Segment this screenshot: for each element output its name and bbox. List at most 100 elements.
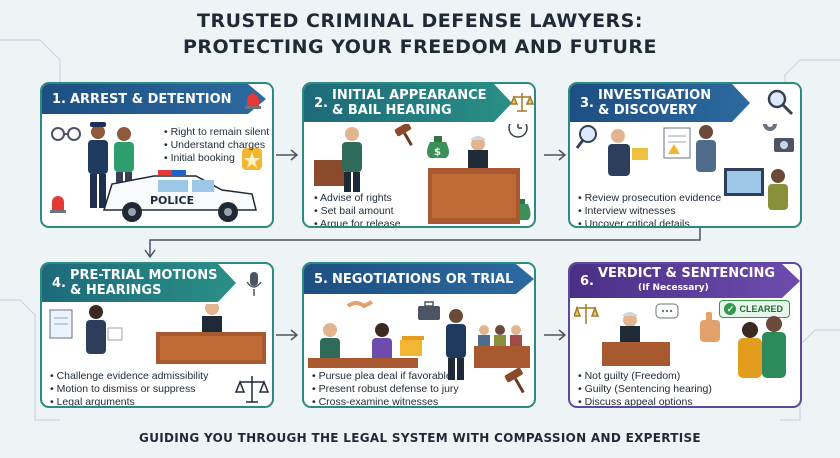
- lawyer-figure: [314, 127, 362, 192]
- hugging-figure: [762, 316, 786, 378]
- researcher-figure: [696, 125, 716, 172]
- step-3-title-line-2: & DISCOVERY: [597, 103, 697, 118]
- arrow-3-to-4: [144, 228, 701, 259]
- step-4-bullet-2: Motion to dismiss or suppress: [50, 383, 208, 396]
- investigator-figure: [608, 129, 648, 176]
- step-6-bullet-1: Not guilty (Freedom): [578, 370, 712, 383]
- briefcase-icon: [418, 301, 440, 320]
- judge-bench: [602, 312, 670, 366]
- jury-figures: [474, 325, 530, 368]
- verdict-illustration: [574, 303, 786, 378]
- thumbs-up-icon: [700, 312, 720, 342]
- step-5-number: 5.: [314, 271, 328, 287]
- step-5-bullet-2: Present robust defense to jury: [312, 383, 459, 396]
- step-5-bullet-1: Pursue plea deal if favorable: [312, 370, 459, 383]
- step-2-title-line-1: INITIAL APPEARANCE: [331, 88, 487, 103]
- gear-icon: [763, 124, 777, 131]
- step-2-bullet-2: Set bail amount: [314, 205, 401, 218]
- step-6-header: 6. VERDICT & SENTENCING (If Necessary): [570, 264, 800, 298]
- clock-icon: [508, 124, 528, 138]
- arrow-2-to-3: [544, 149, 567, 161]
- step-5-bullets: Pursue plea deal if favorable Present ro…: [312, 370, 459, 406]
- step-3-bullet-3: Uncover critical details: [578, 218, 721, 226]
- celebrating-client-figure: [738, 322, 762, 378]
- cleared-badge-label: CLEARED: [739, 304, 783, 314]
- arrow-4-to-5: [276, 329, 299, 341]
- page-title: TRUSTED CRIMINAL DEFENSE LAWYERS: PROTEC…: [0, 8, 840, 60]
- siren-icon: [245, 92, 261, 109]
- step-5-header: 5. NEGOTIATIONS OR TRIAL: [304, 264, 534, 294]
- step-2-bullet-3: Argue for release: [314, 218, 401, 226]
- judge-bench: [156, 304, 266, 364]
- files-stack: [400, 336, 424, 356]
- step-1-panel: 1. ARREST & DETENTION: [40, 82, 274, 228]
- title-line-2: PROTECTING YOUR FREEDOM AND FUTURE: [182, 36, 658, 58]
- step-5-bullet-3: Cross-examine witnesses: [312, 396, 459, 406]
- step-6-bullet-2: Guilty (Sentencing hearing): [578, 383, 712, 396]
- step-1-bullet-2: Understand charges: [164, 139, 269, 152]
- attorney-figure: [86, 305, 123, 354]
- pretrial-illustration: [49, 304, 270, 403]
- step-6-subtitle: (If Necessary): [637, 283, 709, 293]
- magnifier-icon: [575, 125, 597, 149]
- step-4-bullets: Challenge evidence admissibility Motion …: [50, 370, 209, 406]
- scales-icon: [234, 376, 270, 403]
- step-4-bullet-1: Challenge evidence admissibility: [50, 370, 209, 383]
- scales-icon: [510, 93, 534, 112]
- document-icon: [663, 127, 691, 159]
- step-2-bullets: Advise of rights Set bail amount Argue f…: [314, 192, 401, 226]
- gavel-icon: [504, 367, 525, 394]
- gavel-icon: [394, 124, 413, 147]
- step-6-bullet-3: Discuss appeal options: [578, 396, 712, 406]
- handshake-icon: [346, 300, 373, 309]
- step-1-header: 1. ARREST & DETENTION: [42, 84, 266, 114]
- step-6-bullets: Not guilty (Freedom) Guilty (Sentencing …: [578, 370, 712, 406]
- step-1-title: ARREST & DETENTION: [69, 91, 232, 107]
- computer-monitor: [724, 168, 764, 196]
- step-1-bullet-3: Initial booking: [164, 152, 269, 165]
- svg-text:$: $: [434, 147, 441, 158]
- step-2-number: 2.: [314, 95, 328, 111]
- step-4-header: 4. PRE-TRIAL MOTIONS & HEARINGS: [42, 264, 236, 302]
- step-4-title-line-1: PRE-TRIAL MOTIONS: [69, 268, 218, 283]
- step-3-title-line-1: INVESTIGATION: [597, 88, 712, 103]
- analyst-figure: [768, 169, 788, 210]
- step-2-panel: 2. INITIAL APPEARANCE & BAIL HEARING $ $: [302, 82, 536, 228]
- money-bag-icon: $: [427, 136, 449, 158]
- step-5-panel: 5. NEGOTIATIONS OR TRIAL: [302, 262, 536, 408]
- handcuffs-icon: [51, 127, 81, 141]
- police-car: POLICE: [102, 170, 257, 222]
- camera-icon: [774, 138, 794, 152]
- magnifier-icon: [767, 89, 794, 116]
- step-4-number: 4.: [52, 275, 66, 291]
- trial-lawyer-figure: [446, 309, 466, 380]
- step-3-panel: 3. INVESTIGATION & DISCOVERY: [568, 82, 802, 228]
- step-2-title-line-2: & BAIL HEARING: [331, 103, 452, 118]
- step-4-panel: 4. PRE-TRIAL MOTIONS & HEARINGS: [40, 262, 274, 408]
- step-1-bullets: Right to remain silent Understand charge…: [164, 126, 270, 165]
- arrest-scene-illustration: POLICE: [50, 122, 262, 222]
- siren-icon: [50, 196, 66, 213]
- police-officer-figure: [88, 122, 108, 208]
- scales-icon: [574, 304, 600, 324]
- step-3-number: 3.: [580, 95, 594, 111]
- speech-bubble-icon: [655, 303, 679, 319]
- step-6-title: VERDICT & SENTENCING: [597, 266, 776, 281]
- step-3-header: 3. INVESTIGATION & DISCOVERY: [570, 84, 750, 122]
- title-line-1: TRUSTED CRIMINAL DEFENSE LAWYERS:: [197, 10, 643, 32]
- microphone-icon: [246, 272, 262, 296]
- courtroom-bail-illustration: $ $: [314, 124, 531, 224]
- check-icon: ✓: [724, 303, 737, 315]
- arrow-5-to-6: [544, 329, 567, 341]
- judge-bench: [428, 136, 520, 224]
- step-5-title: NEGOTIATIONS OR TRIAL: [331, 271, 514, 287]
- step-2-bullet-1: Advise of rights: [314, 192, 401, 205]
- arrow-1-to-2: [276, 149, 299, 161]
- step-4-bullet-3: Legal arguments: [50, 396, 208, 406]
- negotiation-trial-illustration: [308, 300, 530, 394]
- step-1-number: 1.: [52, 91, 66, 107]
- step-1-bullet-1: Right to remain silent: [164, 126, 270, 139]
- police-car-label: POLICE: [150, 194, 194, 207]
- step-3-bullet-1: Review prosecution evidence: [578, 192, 722, 205]
- cleared-badge: ✓ CLEARED: [719, 300, 790, 318]
